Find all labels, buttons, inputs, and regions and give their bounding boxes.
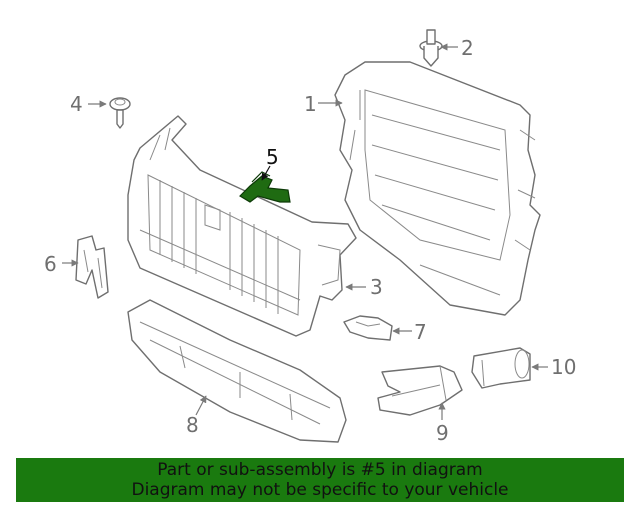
callout-1: 1 — [304, 92, 317, 116]
leader-8 — [195, 395, 207, 416]
callout-6: 6 — [44, 252, 57, 276]
callout-5: 5 — [266, 145, 279, 169]
callout-3: 3 — [370, 275, 383, 299]
part-1-air-duct — [334, 61, 541, 316]
banner-line-1: Part or sub-assembly is #5 in diagram — [157, 460, 483, 480]
part-10-duct — [471, 347, 531, 389]
info-banner: Part or sub-assembly is #5 in diagram Di… — [16, 458, 624, 502]
part-8-deflector — [127, 299, 347, 443]
callout-2: 2 — [461, 36, 474, 60]
part-6-bracket — [75, 235, 109, 299]
part-2-clip — [419, 29, 443, 67]
part-3-grille-carrier — [127, 115, 357, 337]
part-7-bracket — [343, 315, 393, 341]
callout-4: 4 — [70, 92, 83, 116]
callout-7: 7 — [414, 320, 427, 344]
leader-5 — [261, 165, 271, 181]
callout-10: 10 — [551, 355, 576, 379]
callout-9: 9 — [436, 421, 449, 445]
part-9-duct — [377, 365, 463, 416]
part-5-bracket — [239, 171, 291, 203]
callout-8: 8 — [186, 413, 199, 437]
part-4-screw — [109, 97, 131, 129]
banner-line-2: Diagram may not be specific to your vehi… — [131, 480, 509, 500]
